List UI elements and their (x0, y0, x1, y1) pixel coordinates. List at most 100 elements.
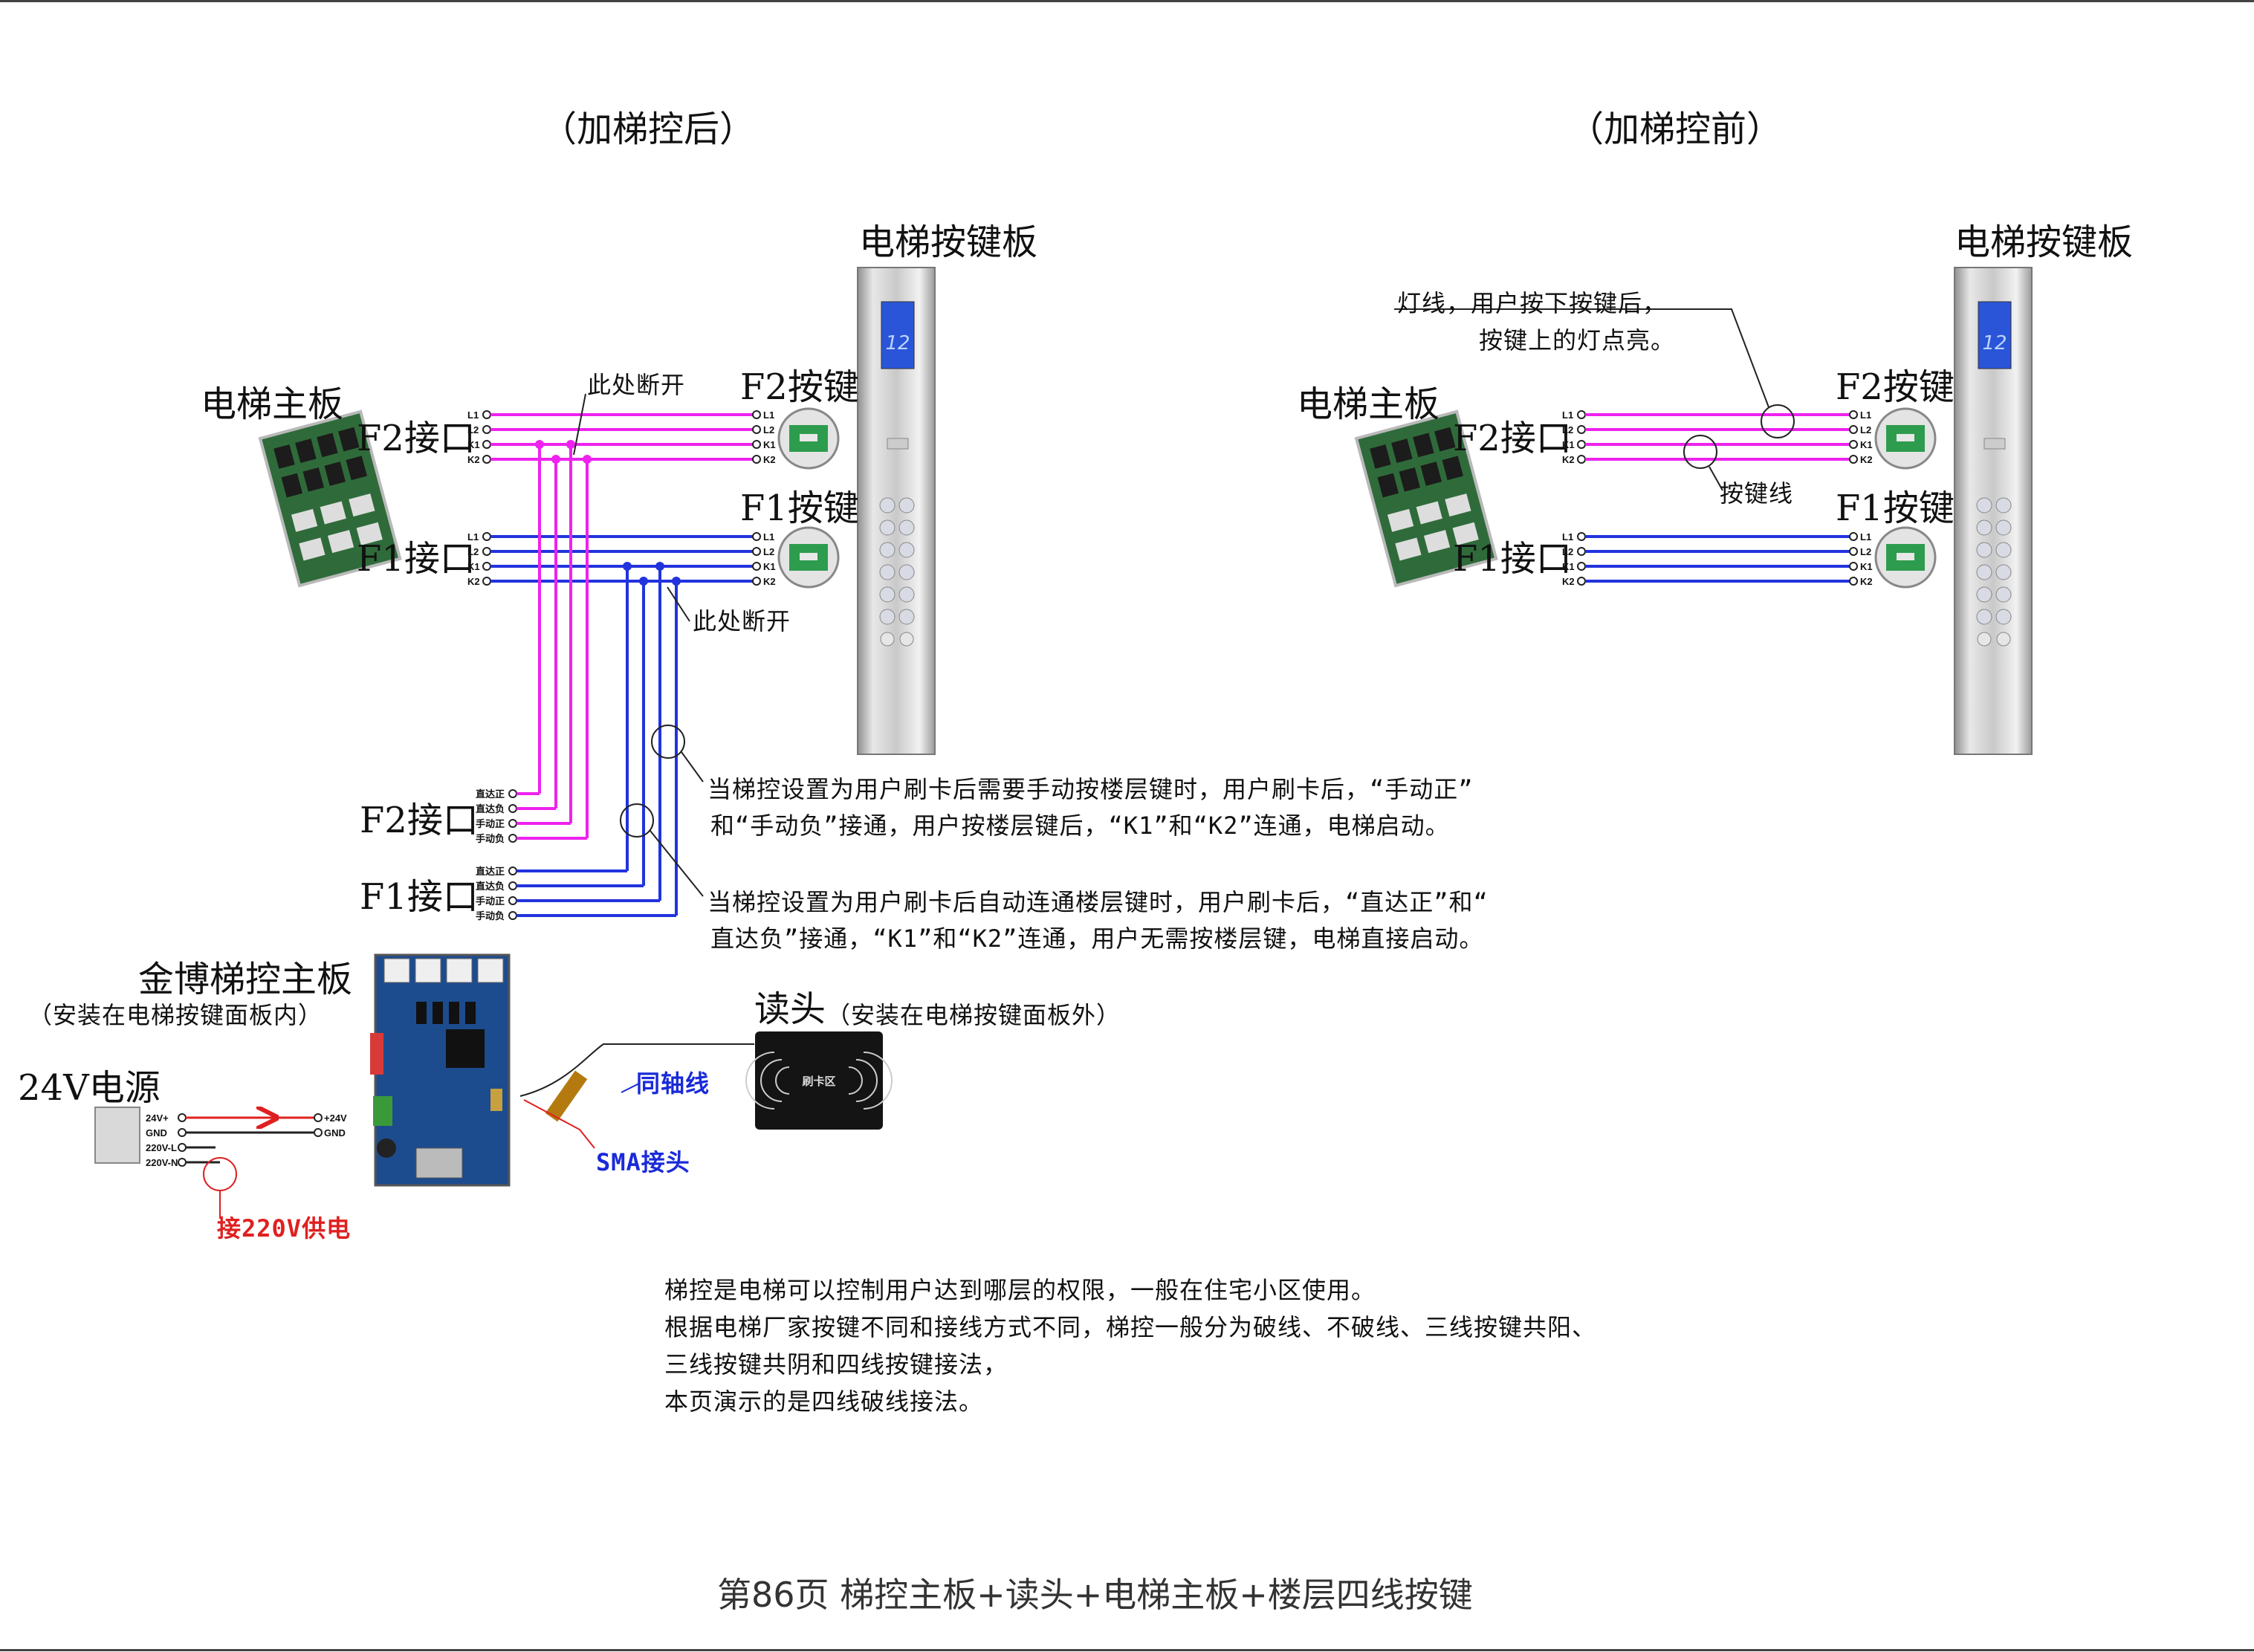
after-pcb-connector-1 (291, 508, 318, 532)
reader-wave-left-2 (760, 1059, 783, 1102)
coax-label: 同轴线 (636, 1069, 710, 1098)
ctrl-f2-pin-3: 手动正 (476, 818, 505, 829)
ctrl-f2-pin-1: 直达正 (476, 788, 505, 800)
lamp-pointer (1394, 308, 1769, 408)
after-pcb-chip-4 (338, 427, 360, 452)
before-f1-left-terminal-l2 (1577, 547, 1586, 556)
before-f2-right-terminal-l1 (1849, 410, 1858, 419)
direct-highlight-circle (620, 803, 654, 838)
controller-ic-3 (449, 1002, 459, 1024)
before-f1-right-pin-k2: K2 (1860, 576, 1873, 587)
before-panel-floor-button-4 (1995, 519, 2012, 536)
direct-note-line1: 当梯控设置为用户刷卡后自动连通楼层键时，用户刷卡后，“直达正”和“ (707, 888, 1489, 916)
before-mainboard-pcb (1354, 409, 1498, 588)
before-f1-left-pin-l1: L1 (1562, 531, 1573, 542)
manual-note-line2: 和“手动负”接通，用户按楼层键后，“K1”和“K2”连通，电梯启动。 (710, 812, 1450, 840)
before-pcb-connector-2 (1416, 501, 1442, 525)
before-pcb-connector-4 (1395, 537, 1422, 561)
controller-dip-switch (370, 1033, 383, 1075)
ctrl-f1-port-label: F1接口 (360, 876, 479, 918)
coax-pointer (621, 1083, 640, 1093)
after-pcb-connector-4 (299, 537, 326, 561)
break-here-f1: 此处断开 (693, 607, 791, 635)
reader-label: 读头 (754, 988, 826, 1030)
key-wire-label: 按键线 (1720, 479, 1794, 508)
controller-board (370, 953, 511, 1187)
after-f1-left-terminal-k2 (482, 577, 491, 586)
controller-ic-4 (465, 1002, 476, 1024)
before-pcb-connector-3 (1445, 493, 1471, 517)
f1-key-label-before: F1按键 (1836, 487, 1955, 529)
before-elevator-panel: 12 (1954, 267, 2033, 755)
before-f1-left-pin-l2: L2 (1562, 546, 1573, 557)
before-f1-right-terminal-l2 (1849, 547, 1858, 556)
ctrl-f1-terminal-1 (508, 867, 517, 875)
after-panel-floor-button-9 (879, 586, 896, 603)
f1-port-label-before: F1接口 (1453, 538, 1572, 580)
ctrl-f1-terminal-3 (508, 896, 517, 905)
before-f2-right-pin-k2: K2 (1860, 454, 1873, 465)
before-f2-left-pin-l2: L2 (1562, 424, 1573, 435)
f2-key-label-before: F2按键 (1836, 366, 1955, 408)
key-wire-pointer (1709, 466, 1723, 491)
ctrl-f2-pin-4: 手动负 (476, 833, 505, 844)
before-panel-display (1978, 301, 2012, 369)
ctrl-f1-pin-2: 直达负 (476, 881, 505, 892)
after-f2-left-pin-l1: L1 (467, 409, 479, 421)
before-panel-door-button-2 (1996, 632, 2011, 647)
after-f1-left-terminal-k1 (482, 562, 491, 571)
after-f1-left-terminal-l1 (482, 532, 491, 541)
after-panel-display (881, 301, 915, 369)
after-f2-left-pin-l2: L2 (467, 424, 479, 435)
f1-port-label-after: F1接口 (357, 538, 476, 580)
panel-label-after: 电梯按键板 (859, 221, 1038, 263)
after-f1-junction-4 (672, 577, 681, 586)
after-panel-floor-button-5 (879, 542, 896, 558)
ctrl-f2-pin-2: 直达负 (476, 803, 505, 814)
before-f1-right-terminal-k1 (1849, 562, 1858, 571)
ctrl-f2-terminal-1 (508, 789, 517, 798)
title-before: （加梯控前） (1568, 108, 1783, 150)
before-f1-left-terminal-k2 (1577, 577, 1586, 586)
after-f1-right-terminal-k1 (752, 562, 761, 571)
before-f1-right-pin-k1: K1 (1860, 561, 1873, 572)
after-f1-right-pin-l2: L2 (763, 546, 774, 557)
before-f1-right-terminal-k2 (1849, 577, 1858, 586)
after-f2-left-pin-k1: K1 (467, 439, 480, 450)
after-f2-right-terminal-l1 (752, 410, 761, 419)
ctrl-f1-pin-4: 手动负 (476, 910, 505, 921)
before-pcb-chip-6 (1399, 467, 1421, 492)
after-f2-right-pin-l2: L2 (763, 424, 774, 435)
description-line2: 根据电梯厂家按键不同和接线方式不同，梯控一般分为破线、不破线、三线按键共阳、 (664, 1313, 1597, 1341)
after-f2-left-terminal-l2 (482, 425, 491, 434)
description-line3: 三线按键共阴和四线按键接法， (664, 1350, 1008, 1379)
before-f2-left-terminal-l1 (1577, 410, 1586, 419)
reader-wave-left-3 (745, 1052, 775, 1110)
reader-note: （安装在电梯按键面板外） (826, 1001, 1121, 1029)
ctrl-f2-terminal-3 (508, 819, 517, 828)
after-pcb-chip-2 (295, 438, 317, 464)
power-label: 24V电源 (18, 1067, 161, 1109)
description-line1: 梯控是电梯可以控制用户达到哪层的权限，一般在住宅小区使用。 (664, 1276, 1376, 1304)
controller-sma-port (490, 1089, 502, 1111)
controller-mcu-chip (446, 1029, 485, 1068)
controller-capacitor (377, 1138, 396, 1158)
after-pcb-chip-5 (281, 473, 303, 498)
direct-pointer (650, 830, 704, 897)
before-panel-floor-button-12 (1995, 609, 2012, 625)
before-f2-left-terminal-k1 (1577, 440, 1586, 449)
after-f2-junction-3 (566, 440, 575, 449)
before-pcb-connector-5 (1423, 530, 1451, 554)
ctrl-f1-pin-3: 手动正 (476, 895, 505, 907)
before-f1-right-pin-l1: L1 (1860, 531, 1871, 542)
before-panel-floor-button-11 (1976, 609, 1992, 625)
after-panel-floor-button-10 (898, 586, 915, 603)
after-f2-junction-4 (583, 455, 592, 464)
psu-terminal-3 (178, 1143, 187, 1152)
before-f1-left-pin-k1: K1 (1562, 561, 1575, 572)
after-panel-floor-button-8 (898, 564, 915, 580)
after-pcb-connector-5 (327, 530, 354, 554)
reader-wave-right-2 (855, 1059, 878, 1102)
psu-terminal-4 (178, 1158, 187, 1167)
reader-wave-right-1 (848, 1066, 863, 1095)
